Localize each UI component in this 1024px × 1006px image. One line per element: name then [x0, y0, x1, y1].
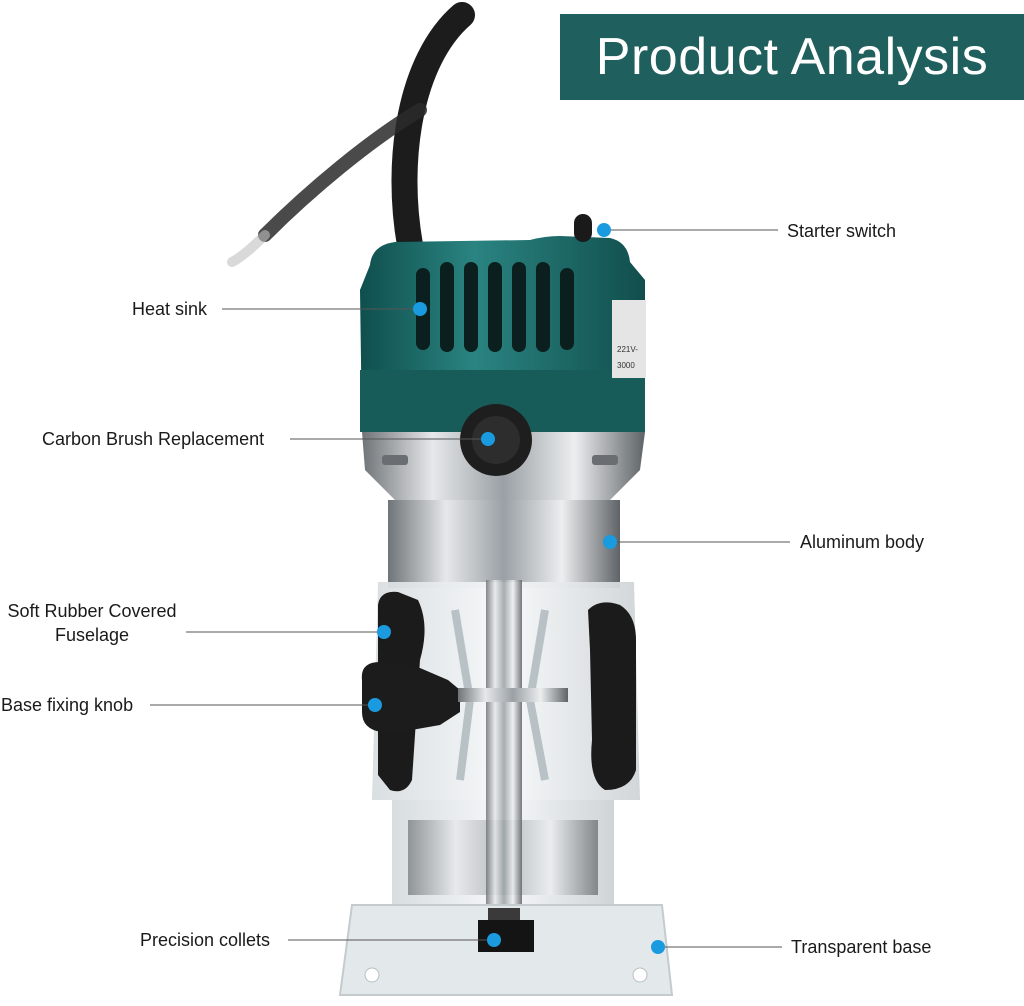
- heat-sink-vents: [416, 262, 574, 352]
- dot-carbon-brush: [481, 432, 495, 446]
- metal-collar: [362, 404, 645, 500]
- starter-switch: [574, 214, 592, 242]
- spec-label-line1: 221V-: [617, 345, 638, 354]
- callout-carbon-brush: Carbon Brush Replacement: [42, 429, 265, 449]
- dot-starter-switch: [597, 223, 611, 237]
- collet-nut: [478, 908, 534, 952]
- callout-soft-rubber: Soft Rubber Covered Fuselage: [0, 599, 184, 647]
- base-fixing-knob: [361, 662, 568, 733]
- spec-label-line2: 3000: [617, 361, 635, 370]
- dot-heat-sink: [413, 302, 427, 316]
- callout-dots: [368, 223, 665, 954]
- leader-lines: [150, 229, 790, 948]
- callout-precision-collets: Precision collets: [140, 930, 271, 950]
- dot-precision-collets: [487, 933, 501, 947]
- dot-soft-rubber: [377, 625, 391, 639]
- motor-housing: 221V- 3000: [360, 214, 646, 432]
- callout-base-knob: Base fixing knob: [1, 695, 134, 715]
- callout-transparent-base: Transparent base: [791, 937, 932, 957]
- spec-label: [612, 300, 646, 378]
- callout-soft-rubber-line2: Fuselage: [54, 625, 130, 645]
- page-title: Product Analysis: [595, 28, 989, 86]
- callout-aluminum-body: Aluminum body: [800, 532, 925, 552]
- aluminum-body: [388, 500, 620, 588]
- dot-transparent-base: [651, 940, 665, 954]
- callout-soft-rubber-line1: Soft Rubber Covered: [7, 601, 177, 621]
- power-cord: [227, 2, 475, 267]
- dot-base-knob: [368, 698, 382, 712]
- callout-starter-switch: Starter switch: [787, 221, 897, 241]
- title-banner: Product Analysis: [560, 14, 1024, 100]
- callout-heat-sink: Heat sink: [132, 299, 208, 319]
- dot-aluminum-body: [603, 535, 617, 549]
- rubber-grip-right: [588, 602, 636, 790]
